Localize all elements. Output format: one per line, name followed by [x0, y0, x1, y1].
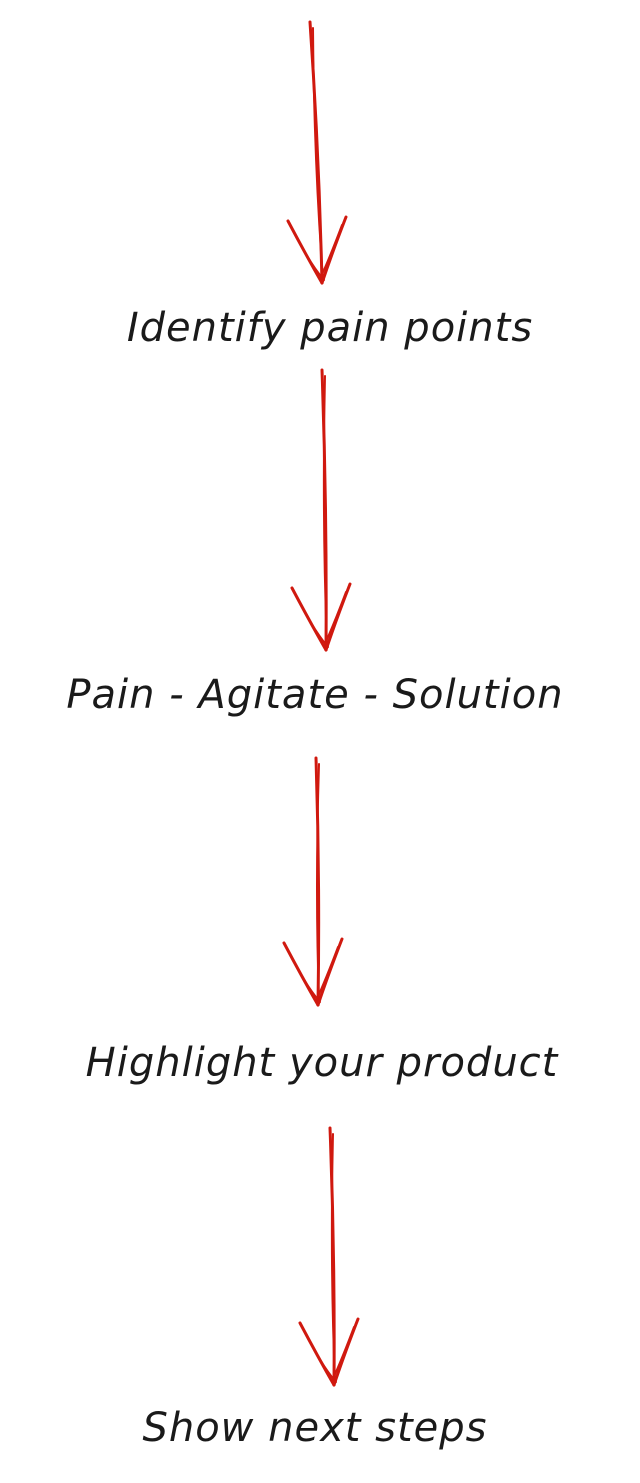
step-label-highlight-your-product: Highlight your product [85, 1040, 559, 1086]
arrow-1-down-arrow-icon [286, 20, 348, 285]
step-label-show-next-steps: Show next steps [142, 1405, 488, 1451]
arrow-4-down-arrow-icon [298, 1126, 360, 1387]
step-label-pain-agitate-solution: Pain - Agitate - Solution [66, 672, 564, 718]
arrow-2-down-arrow-icon [290, 368, 352, 652]
step-label-identify-pain-points: Identify pain points [126, 305, 534, 351]
arrow-3-down-arrow-icon [282, 756, 344, 1007]
